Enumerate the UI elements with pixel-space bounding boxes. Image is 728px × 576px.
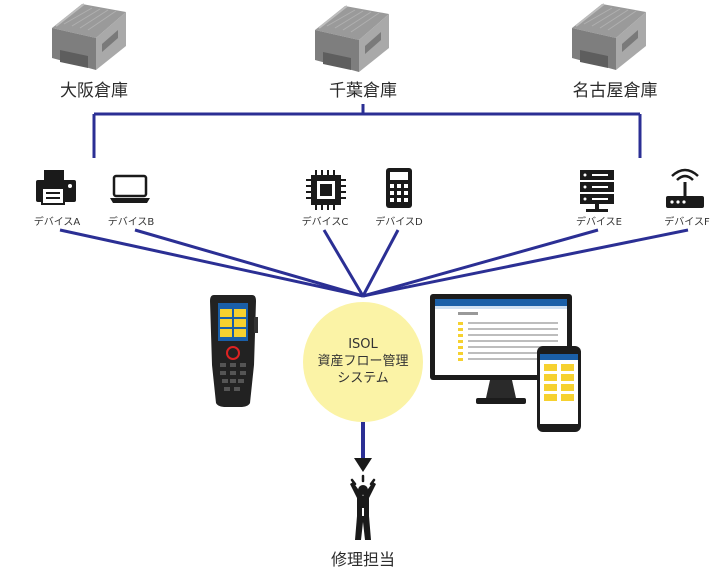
warehouse-label: 名古屋倉庫 — [572, 81, 658, 101]
desktop-monitor-icon — [430, 294, 572, 404]
warehouse-bracket — [92, 104, 642, 158]
system-name-line: 資産フロー管理 — [317, 354, 409, 369]
device-label: デバイスB — [107, 217, 155, 228]
laptop-icon — [110, 174, 150, 203]
warehouse-icon — [571, 3, 647, 71]
device-label: デバイスD — [375, 217, 423, 228]
warehouse-icon — [314, 5, 390, 73]
smartphone-icon — [537, 346, 581, 432]
calculator-icon — [386, 168, 412, 208]
arrow-down-icon — [354, 422, 372, 472]
system-hub-circle — [303, 302, 423, 422]
device-label: デバイスC — [301, 217, 349, 228]
device-connectors — [59, 228, 689, 298]
recipient-label: 修理担当 — [330, 550, 395, 569]
handheld-terminal-icon — [210, 295, 258, 407]
system-name-line: ISOL — [348, 337, 378, 352]
fax-printer-icon — [36, 170, 76, 205]
server-icon — [580, 170, 614, 212]
cpu-chip-icon — [306, 170, 346, 210]
system-name: ISOL 資産フロー管理 システム — [303, 336, 423, 387]
device-label: デバイスA — [33, 217, 81, 228]
device-label: デバイスF — [664, 217, 710, 228]
person-alert-icon — [350, 474, 376, 540]
system-name-line: システム — [337, 371, 389, 386]
warehouse-icon — [51, 3, 127, 71]
warehouse-label: 千葉倉庫 — [329, 81, 397, 101]
warehouse-label: 大阪倉庫 — [60, 81, 128, 101]
wifi-router-icon — [666, 168, 704, 208]
device-label: デバイスE — [575, 217, 623, 228]
